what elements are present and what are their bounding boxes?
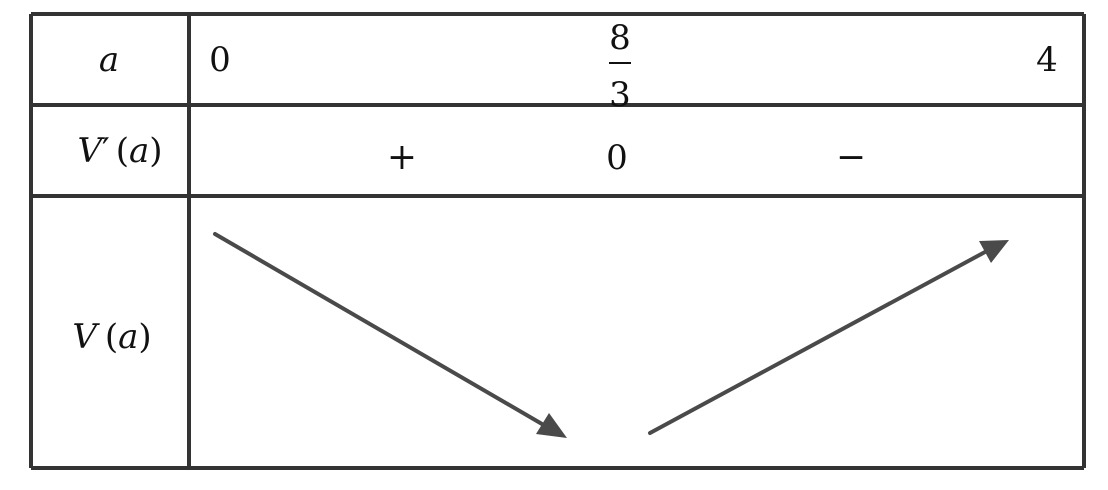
function-row-label: V(a) [72, 317, 151, 357]
function-paren-open: ( [105, 317, 118, 357]
value-end: 4 [1036, 40, 1058, 80]
value-start: 0 [209, 40, 231, 80]
derivative-prime: ′ [102, 131, 110, 171]
derivative-arg: a [129, 131, 149, 171]
table-grid [29, 12, 1086, 470]
value-critical-fraction: 8 3 [609, 18, 631, 115]
function-arg: a [118, 317, 138, 357]
derivative-paren-open: ( [116, 131, 129, 171]
function-symbol: V [72, 317, 100, 357]
header-variable-label: a [99, 40, 119, 80]
derivative-row-label: V′(a) [77, 131, 162, 171]
derivative-symbol: V [77, 131, 105, 171]
derivative-paren-close: ) [149, 131, 162, 171]
function-paren-close: ) [138, 317, 151, 357]
fraction-numerator: 8 [609, 18, 631, 58]
svg-text:V′(a): V′(a) [77, 131, 162, 171]
sign-zero: 0 [606, 138, 628, 178]
fraction-denominator: 3 [609, 75, 631, 115]
sign-right: − [836, 137, 866, 178]
svg-text:V(a): V(a) [72, 317, 151, 357]
arrow-increasing [648, 240, 1009, 435]
sign-left: + [387, 137, 417, 178]
arrow-decreasing [213, 232, 567, 438]
